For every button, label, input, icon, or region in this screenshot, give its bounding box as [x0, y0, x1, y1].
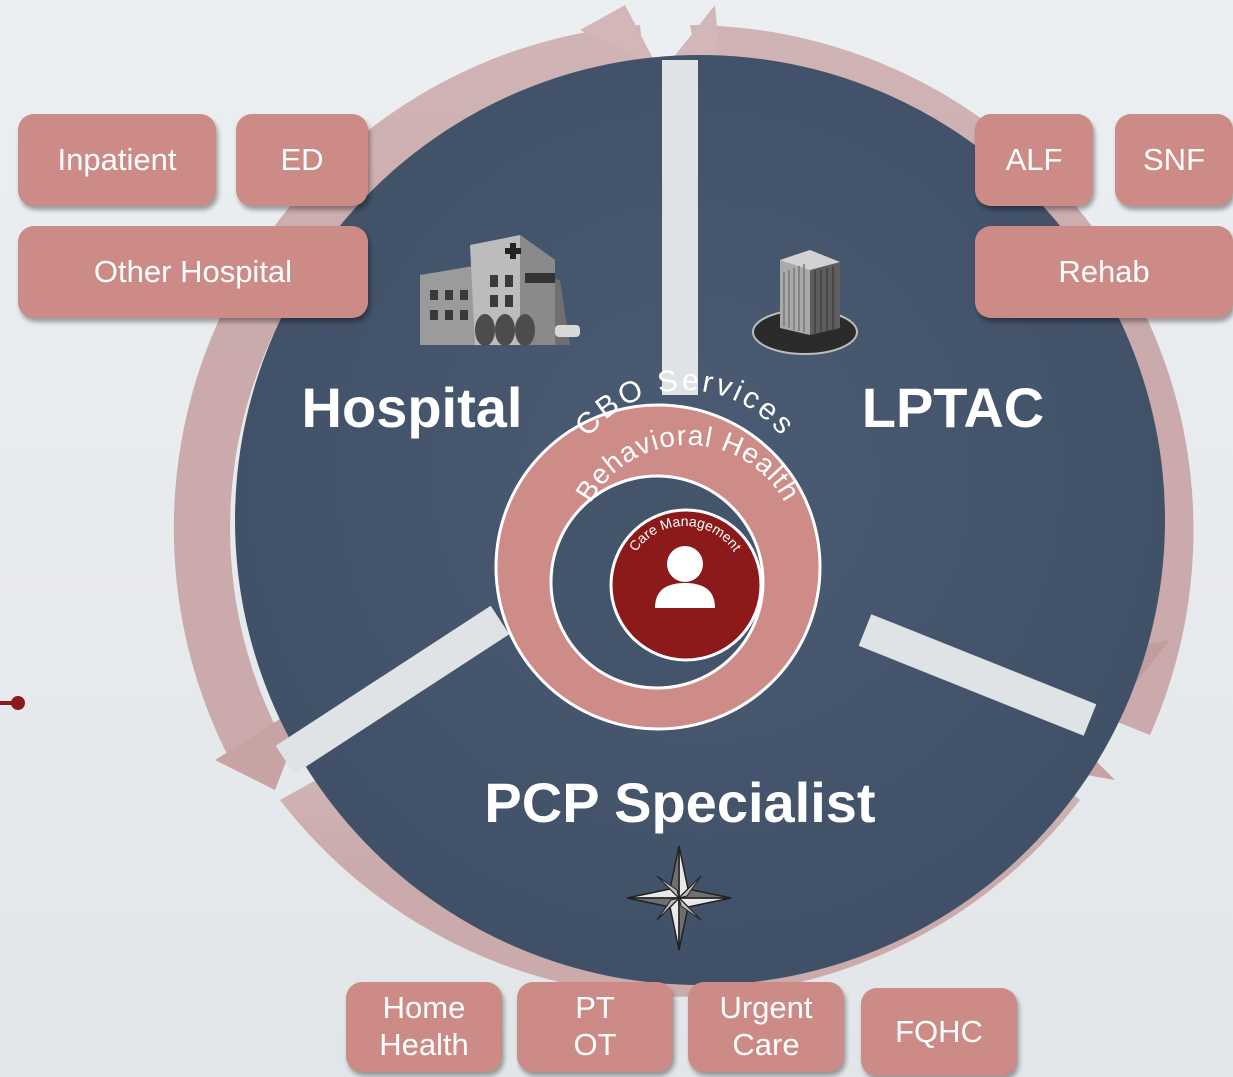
tag-rehab: Rehab	[975, 226, 1233, 318]
segment-divider-left	[275, 605, 510, 775]
tag-inpatient: Inpatient	[18, 114, 216, 206]
segment-label-lptac: LPTAC	[861, 376, 1045, 439]
compass-rose-icon	[626, 845, 732, 951]
office-tower-icon	[752, 250, 858, 355]
cycle-arrow-left	[173, 25, 645, 760]
tag-fqhc: FQHC	[861, 988, 1017, 1076]
cycle-arrowhead-top-right	[665, 5, 720, 68]
tag-other-hospital: Other Hospital	[18, 226, 368, 318]
person-icon	[655, 546, 715, 608]
segment-label-hospital: Hospital	[301, 376, 523, 439]
tag-urgent-care: Urgent Care	[688, 982, 844, 1072]
tag-home-health: Home Health	[346, 982, 502, 1072]
left-connector	[0, 696, 25, 710]
tag-pt-ot: PT OT	[517, 982, 673, 1072]
tag-alf: ALF	[975, 114, 1093, 206]
tag-ed: ED	[236, 114, 368, 206]
segment-divider-right	[858, 614, 1097, 736]
cycle-arrowhead-top-left	[580, 5, 658, 68]
hospital-building-icon	[420, 235, 580, 346]
tag-snf: SNF	[1115, 114, 1233, 206]
segment-label-pcp-specialist: PCP Specialist	[484, 771, 876, 834]
